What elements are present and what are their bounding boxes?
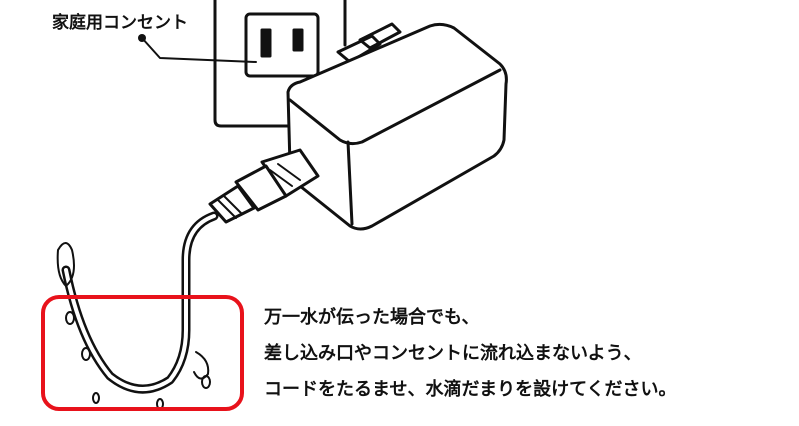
plug-prongs [336, 22, 402, 64]
power-cord [61, 211, 219, 394]
highlight-box [41, 295, 244, 411]
instruction-text: 万一水が伝った場合でも、 差し込み口やコンセントに流れ込まないよう、 コードをた… [264, 300, 677, 408]
instruction-line: 差し込み口やコンセントに流れ込まないよう、 [264, 343, 642, 364]
instruction-line: コードをたるませ、水滴だまりを設けてください。 [264, 379, 677, 400]
water-drip [56, 242, 75, 287]
wall-outlet-plate [213, 0, 292, 128]
outlet-socket [244, 12, 320, 78]
outlet-label: 家庭用コンセント [52, 13, 188, 33]
leader-line [141, 37, 257, 63]
instruction-line: 万一水が伝った場合でも、 [264, 307, 480, 328]
ac-adapter-body [286, 22, 508, 231]
